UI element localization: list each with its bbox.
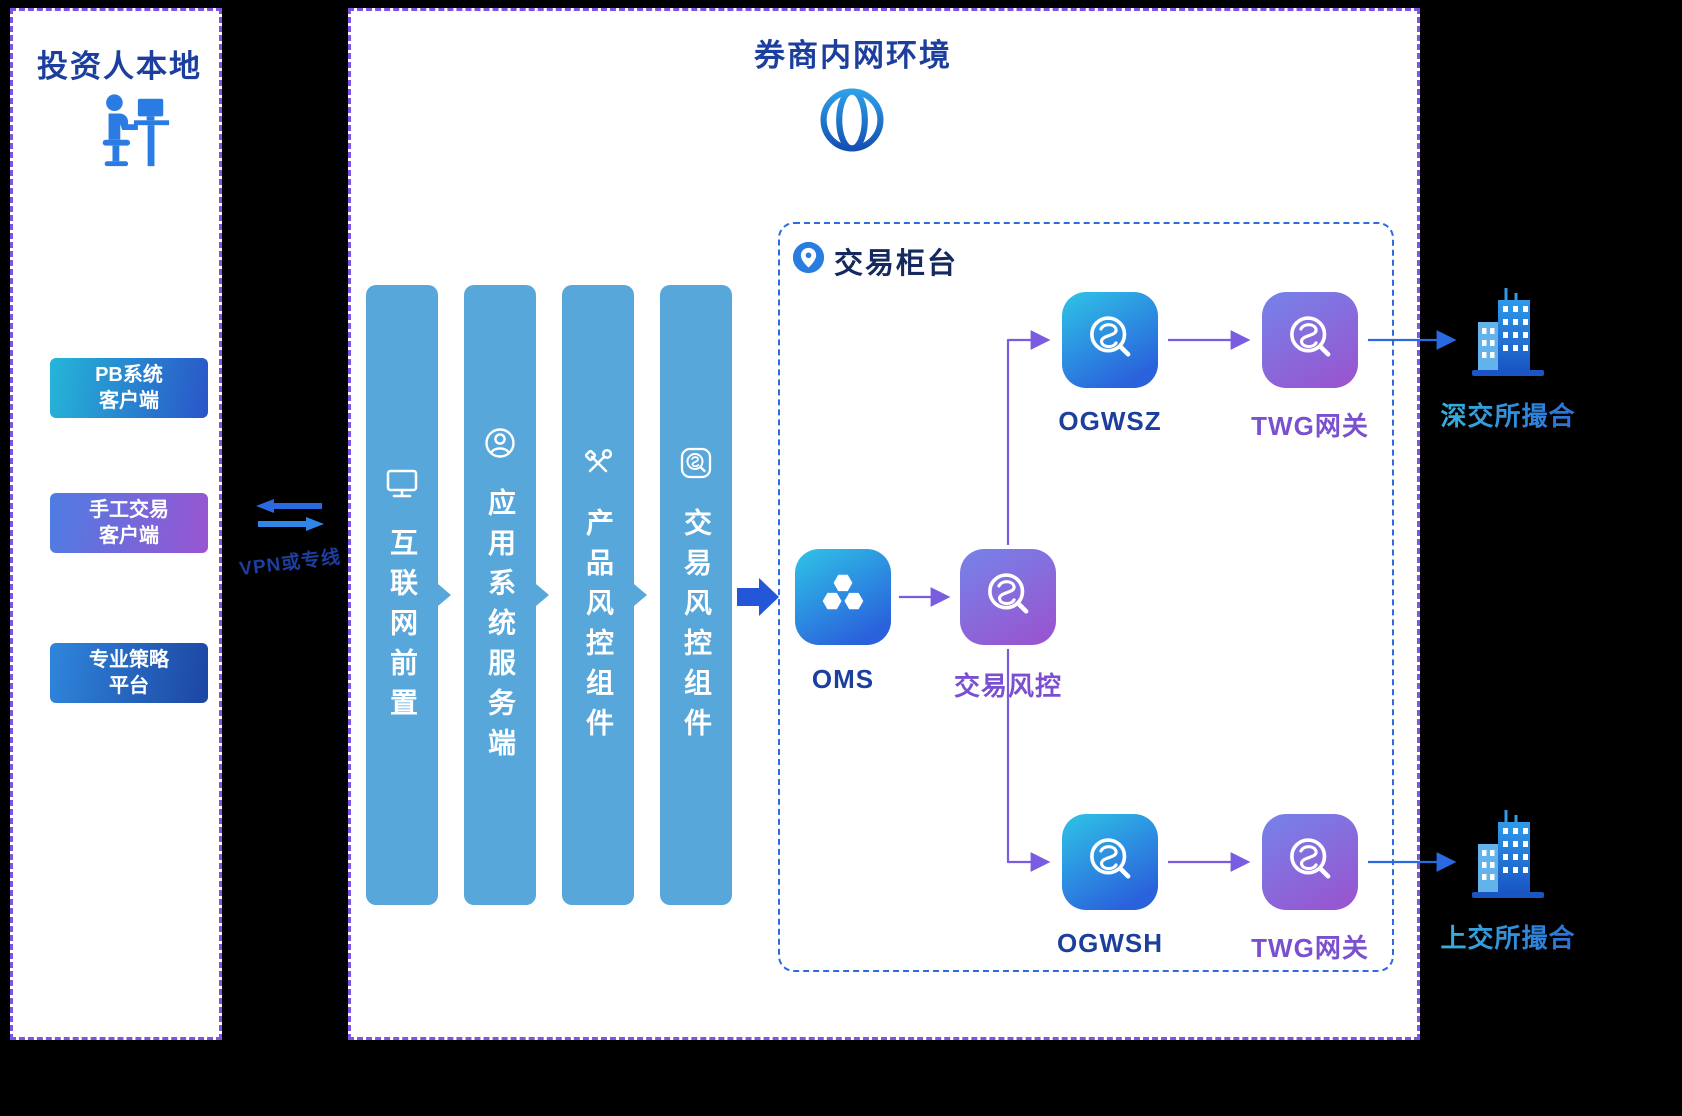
client-box-pb-system: PB系统 客户端 [50,358,208,418]
pipeline-bar-internet-front: 互联网前置 [366,285,451,905]
bar-chevron-icon [438,584,451,606]
swirl-magnifier-icon [1081,309,1139,372]
pipeline-bar-app-server: 应用系统服务端 [464,285,549,905]
investor-panel-title: 投资人本地 [37,49,202,84]
twg-sz-node [1262,292,1358,388]
trading-counter-title-text: 交易柜台 [834,248,959,280]
twg-sz-label: TWG网关 [1251,411,1369,441]
map-pin-icon [792,241,825,282]
ogwsh-label: OGWSH [1056,928,1164,958]
sse-label: 上交所撮合 [1430,918,1586,955]
client-box-manual-trading: 手工交易 客户端 [50,493,208,553]
trading-counter-title: 交易柜台 [792,240,958,282]
client-box-label: PB系统 客户端 [95,363,163,412]
ogwsh-node [1062,814,1158,910]
vpn-label: VPN或专线 [238,546,343,581]
monitor-icon [382,463,422,508]
client-box-label: 专业策略 平台 [89,648,169,697]
szse-label: 深交所撮合 [1430,396,1586,433]
oms-node [795,549,891,645]
pipeline-bar-label: 应用系统服务端 [485,487,516,768]
app-swirl-icon [676,443,716,488]
pipeline-bar-label: 交易风控组件 [681,507,712,748]
user-icon [480,423,520,468]
vpn-link: VPN或专线 [238,497,342,580]
trading-counter-box [778,222,1394,972]
person-at-desk-icon [85,91,179,178]
ogwsz-label: OGWSZ [1058,406,1162,436]
client-box-strategy-platform: 专业策略 平台 [50,643,208,703]
broker-panel-title: 券商内网环境 [754,38,952,73]
pipeline-bar-label: 产品风控组件 [583,507,614,748]
client-box-label: 手工交易 客户端 [89,498,169,547]
oms-label: OMS [811,664,875,694]
pipeline-bar-label: 互联网前置 [387,527,418,728]
twg-sh-node [1262,814,1358,910]
ogwsz-node [1062,292,1158,388]
bidirectional-arrows-icon [248,499,332,537]
swirl-magnifier-icon [1281,309,1339,372]
swirl-magnifier-icon [1281,831,1339,894]
pipeline-bar-product-risk: 产品风控组件 [562,285,647,905]
globe-icon [816,84,888,161]
bar-chevron-icon [634,584,647,606]
szse-building-icon [1466,286,1550,382]
hexagon-cluster-icon [814,566,872,629]
twg-sh-label: TWG网关 [1251,933,1369,963]
bar-chevron-icon [536,584,549,606]
tools-icon [578,443,618,488]
trade-risk-node [960,549,1056,645]
swirl-magnifier-icon [1081,831,1139,894]
pipeline-bar-trade-risk: 交易风控组件 [660,285,732,905]
sse-building-icon [1466,808,1550,904]
investor-panel: 投资人本地 PB系统 客户端 手工交易 客户端 [10,8,222,1040]
swirl-magnifier-icon [979,566,1037,629]
trade-risk-label: 交易风控 [953,671,1062,701]
